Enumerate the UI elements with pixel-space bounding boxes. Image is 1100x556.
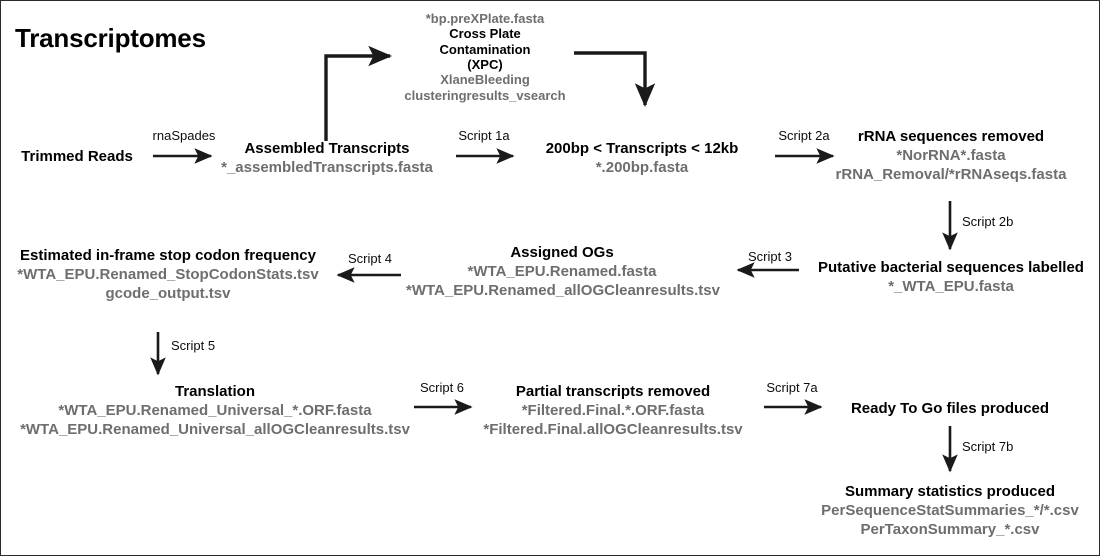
node-file-pre: *bp.preXPlate.fasta [425,11,545,26]
node-file-1: rRNA_Removal/*rRNAseqs.fasta [835,166,1067,184]
node-file: *_WTA_EPU.fasta [888,278,1014,296]
node-file-1: *WTA_EPU.Renamed_allOGCleanresults.tsv [406,282,720,300]
edge-label-script5: Script 5 [171,338,216,353]
node-title-line1: Cross Plate [449,26,521,42]
node-partial-removed: Partial transcripts removed *Filtered.Fi… [467,382,759,440]
node-rrna-removed: rRNA sequences removed *NorRNA*.fasta rR… [821,127,1081,185]
edge-label-script7b: Script 7b [962,439,1014,454]
node-file-1: gcode_output.tsv [105,285,231,303]
edge-label-rnaspades: rnaSpades [152,128,216,143]
node-file-0: XlaneBleeding [440,72,530,88]
node-file: *_assembledTranscripts.fasta [221,159,433,177]
node-file-0: *WTA_EPU.Renamed_StopCodonStats.tsv [17,266,319,284]
node-title: Assembled Transcripts [244,140,410,157]
edge-label-script4: Script 4 [347,251,393,266]
node-title: Translation [174,383,256,400]
node-file-0: *WTA_EPU.Renamed_Universal_*.ORF.fasta [58,402,372,420]
node-file-1: PerTaxonSummary_*.csv [860,521,1040,539]
edge-label-script2b: Script 2b [962,214,1014,229]
node-assembled-transcripts: Assembled Transcripts *_assembledTranscr… [187,139,467,177]
page-title: Transcriptomes [15,23,206,53]
edge-label-script2a: Script 2a [778,128,830,143]
node-file-1: *Filtered.Final.allOGCleanresults.tsv [483,421,743,439]
node-title: Trimmed Reads [21,148,133,165]
node-file: *.200bp.fasta [595,159,689,177]
node-title: Estimated in-frame stop codon frequency [20,247,316,264]
node-title: Summary statistics produced [844,483,1056,500]
node-file-0: *WTA_EPU.Renamed.fasta [467,263,657,281]
node-length-filter: 200bp < Transcripts < 12kb *.200bp.fasta [513,139,771,177]
node-stop-codon-frequency: Estimated in-frame stop codon frequency … [3,246,333,304]
node-file-1: *WTA_EPU.Renamed_Universal_allOGCleanres… [20,421,410,439]
edge-label-script7a: Script 7a [766,380,818,395]
node-title: Partial transcripts removed [515,383,711,400]
node-file-0: PerSequenceStatSummaries_*/*.csv [821,502,1079,520]
node-summary-statistics: Summary statistics produced PerSequenceS… [791,482,1099,540]
node-trimmed-reads: Trimmed Reads [1,147,153,166]
node-ready-to-go: Ready To Go files produced [817,399,1083,418]
node-title: Assigned OGs [510,244,614,261]
node-file-1: clusteringresults_vsearch [404,87,566,103]
node-file-0: *Filtered.Final.*.ORF.fasta [521,402,705,420]
edge-label-script6: Script 6 [419,380,465,395]
node-file-0: *NorRNA*.fasta [896,147,1006,165]
node-bacterial-labelled: Putative bacterial sequences labelled *_… [801,258,1099,296]
node-title: Putative bacterial sequences labelled [818,259,1084,276]
edge-label-script3: Script 3 [747,249,793,264]
node-translation: Translation *WTA_EPU.Renamed_Universal_*… [1,382,429,440]
node-title: 200bp < Transcripts < 12kb [545,140,739,157]
node-title: Ready To Go files produced [850,400,1050,417]
node-assigned-ogs: Assigned OGs *WTA_EPU.Renamed.fasta *WTA… [406,243,720,301]
node-cross-plate-contamination: *bp.preXPlate.fasta Cross Plate Contamin… [363,11,607,103]
edge-label-script1a: Script 1a [458,128,510,143]
node-title-line3: (XPC) [467,56,503,72]
node-title-line2: Contamination [439,41,531,57]
node-title: rRNA sequences removed [857,128,1045,145]
